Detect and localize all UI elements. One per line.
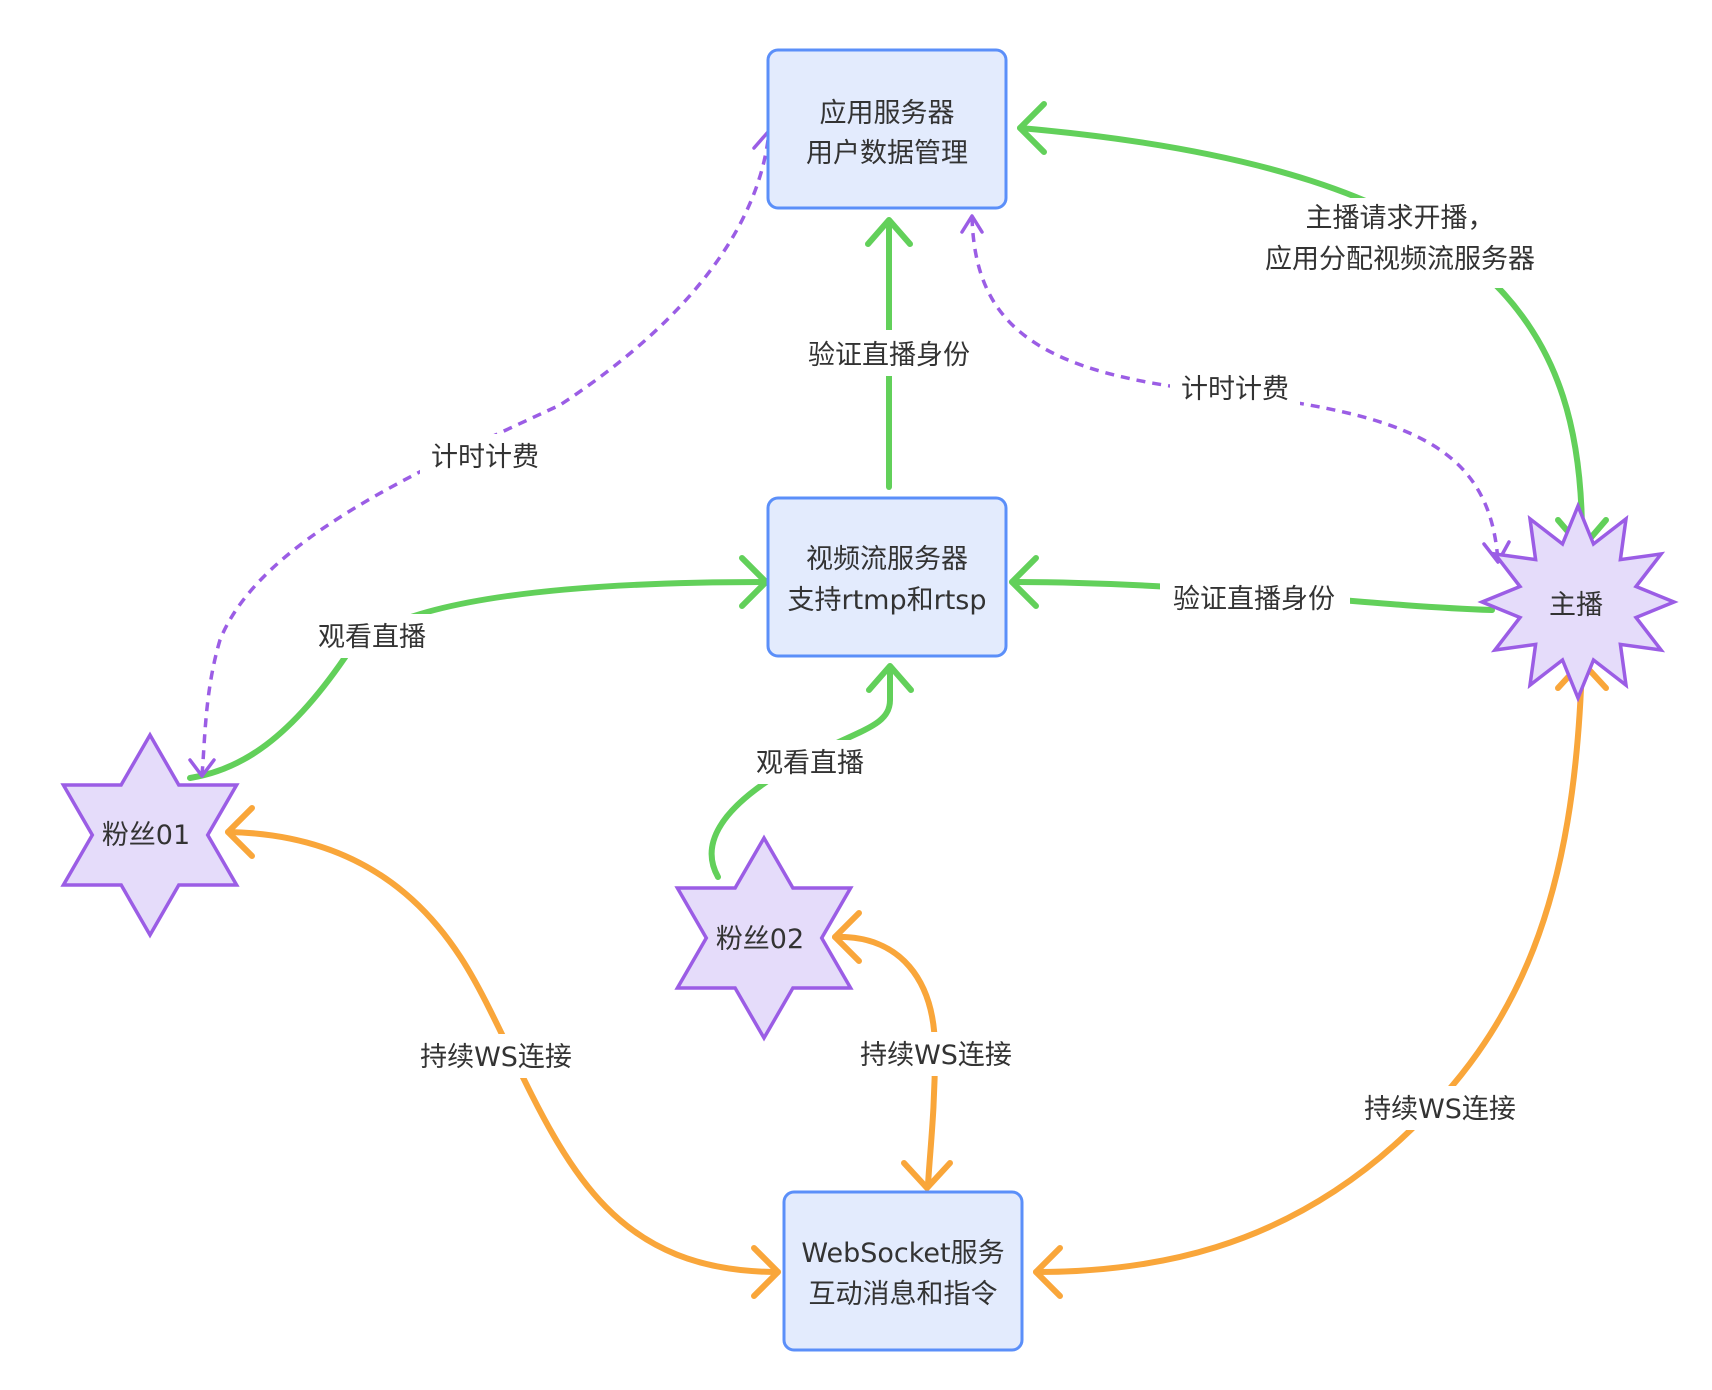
arrowhead-icon (1017, 101, 1047, 155)
node-ws-server[interactable]: WebSocket服务 互动消息和指令 (782, 1190, 1024, 1352)
node-box (766, 496, 1008, 658)
node-label: 粉丝02 (716, 924, 804, 955)
edge-line (200, 139, 770, 776)
edge-label: 持续WS连接 (420, 1042, 572, 1073)
edge-label-anchor-to-app: 主播请求开播， 应用分配视频流服务器 (1240, 198, 1560, 288)
edge-label-stream-to-app: 验证直播身份 (798, 330, 982, 376)
node-label: 粉丝01 (102, 820, 190, 851)
edge-label-anchor-ws: 持续WS连接 (1360, 1086, 1520, 1130)
edge-label-app-fan01-billing: 计时计费 (420, 434, 550, 478)
arrowhead-icon (866, 663, 914, 693)
edge-fan01-ws (225, 805, 781, 1299)
node-box (782, 1190, 1024, 1352)
edge-label-fan01-ws: 持续WS连接 (416, 1034, 576, 1078)
burst-star-icon (1477, 501, 1679, 703)
arrowhead-icon (188, 758, 216, 778)
edge-label: 持续WS连接 (1364, 1094, 1516, 1125)
label-background (1170, 366, 1300, 410)
arrowhead-icon (751, 1245, 781, 1299)
hexagram-star-icon (60, 731, 240, 939)
edge-label-app-anchor-billing: 计时计费 (1170, 366, 1300, 410)
node-box (766, 48, 1008, 210)
node-title: WebSocket服务 (801, 1238, 1004, 1269)
node-app-server[interactable]: 应用服务器 用户数据管理 (766, 48, 1008, 210)
node-title: 视频流服务器 (806, 544, 968, 575)
node-subtitle: 互动消息和指令 (809, 1279, 998, 1310)
edge-line (187, 579, 769, 781)
node-subtitle: 用户数据管理 (806, 138, 968, 169)
label-background (1160, 576, 1350, 622)
arrowhead-icon (1009, 555, 1039, 609)
edge-label-line1: 主播请求开播， (1306, 203, 1495, 234)
node-fan01[interactable]: 粉丝01 (60, 731, 240, 939)
edge-anchor-to-app (1017, 101, 1609, 551)
edge-label: 持续WS连接 (860, 1040, 1012, 1071)
node-stream-server[interactable]: 视频流服务器 支持rtmp和rtsp (766, 496, 1008, 658)
edge-label: 验证直播身份 (1173, 584, 1335, 615)
label-background (856, 1032, 1016, 1076)
edge-fan01-to-stream (187, 555, 769, 781)
edge-line (1017, 125, 1586, 551)
edge-label: 计时计费 (1181, 374, 1289, 405)
hexagram-star-icon (674, 834, 854, 1042)
edge-label-fan01-to-stream: 观看直播 (310, 614, 434, 658)
arrowhead-icon (960, 214, 984, 234)
arrowhead-icon (739, 555, 769, 609)
label-background (1360, 1086, 1520, 1130)
node-label: 主播 (1549, 590, 1603, 621)
arrowhead-icon (865, 217, 913, 247)
label-background (310, 614, 434, 658)
arrowhead-icon (832, 910, 862, 964)
arrowhead-icon (901, 1160, 953, 1191)
label-background (416, 1034, 576, 1078)
label-background (420, 434, 550, 478)
edge-label-fan02-ws: 持续WS连接 (856, 1032, 1016, 1076)
arrowhead-icon (1482, 540, 1511, 564)
label-background (798, 330, 982, 376)
edge-label-fan02-to-stream: 观看直播 (748, 740, 872, 784)
edge-anchor-ws (1033, 659, 1609, 1299)
label-background (748, 740, 872, 784)
edge-label: 观看直播 (756, 748, 864, 779)
label-background (1240, 198, 1560, 288)
edge-label: 验证直播身份 (808, 340, 970, 371)
arrowhead-icon (1033, 1245, 1063, 1299)
edge-label-anchor-to-stream: 验证直播身份 (1160, 576, 1350, 622)
edge-label: 计时计费 (431, 442, 539, 473)
node-anchor[interactable]: 主播 (1477, 501, 1679, 703)
edge-label-line2: 应用分配视频流服务器 (1265, 244, 1535, 275)
edge-line (1033, 659, 1585, 1275)
node-subtitle: 支持rtmp和rtsp (787, 585, 986, 616)
node-title: 应用服务器 (820, 98, 955, 129)
arrowhead-icon (225, 805, 255, 859)
node-fan02[interactable]: 粉丝02 (674, 834, 854, 1042)
edge-label: 观看直播 (318, 622, 426, 653)
edge-line (225, 829, 781, 1275)
